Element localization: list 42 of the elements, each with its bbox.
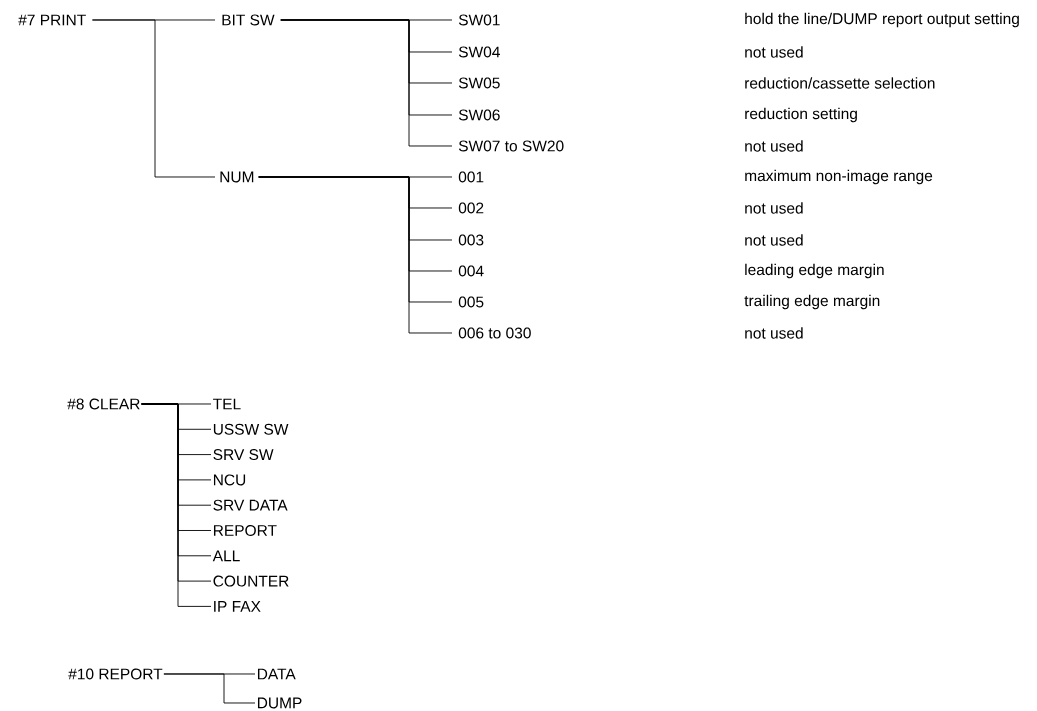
- tree-connector: [92, 19, 216, 178]
- tree-label: COUNTER: [213, 575, 289, 587]
- description-text: leading edge margin: [745, 263, 884, 279]
- tree-connector: [163, 673, 256, 704]
- tree-label: #7 PRINT: [18, 14, 86, 26]
- tree-label: NUM: [220, 171, 254, 183]
- tree-label: USSW SW: [213, 423, 289, 435]
- tree-label: BIT SW: [222, 14, 275, 26]
- tree-label: NCU: [214, 474, 246, 486]
- tree-label: #10 REPORT: [68, 668, 163, 680]
- description-text: trailing edge margin: [744, 294, 880, 310]
- tree-label: IP FAX: [214, 601, 261, 612]
- description-text: not used: [745, 140, 803, 152]
- description-text: maximum non-image range: [745, 169, 933, 185]
- tree-connector: [280, 19, 453, 147]
- tree-label: 005: [458, 296, 484, 308]
- tree-label: SW05: [458, 77, 500, 89]
- description-text: not used: [745, 327, 803, 339]
- tree-label: SW06: [458, 109, 500, 121]
- tree-label: DUMP: [258, 697, 302, 709]
- tree-label: #8 CLEAR: [67, 398, 140, 410]
- tree-label: SW07 to SW20: [458, 140, 564, 152]
- tree-label: ALL: [212, 550, 240, 562]
- tree-label: REPORT: [214, 525, 277, 536]
- tree-label: SRV SW: [213, 449, 274, 461]
- tree-label: DATA: [258, 668, 296, 680]
- description-text: not used: [745, 46, 803, 58]
- description-text: not used: [745, 234, 803, 246]
- tree-label: SRV DATA: [213, 499, 288, 511]
- tree-label: SW04: [458, 46, 500, 58]
- tree-label: 006 to 030: [458, 327, 531, 339]
- description-text: reduction setting: [745, 107, 857, 123]
- tree-label: TEL: [213, 398, 241, 410]
- tree-label: 002: [458, 202, 484, 214]
- tree-connector: [258, 176, 453, 334]
- tree-label: 003: [458, 234, 484, 246]
- tree-label: SW01: [458, 14, 500, 26]
- tree-label: 004: [458, 265, 484, 277]
- description-text: reduction/cassette selection: [745, 77, 935, 89]
- tree-label: 001: [458, 171, 484, 183]
- description-text: hold the line/DUMP report output setting: [745, 12, 1019, 28]
- description-text: not used: [745, 202, 803, 214]
